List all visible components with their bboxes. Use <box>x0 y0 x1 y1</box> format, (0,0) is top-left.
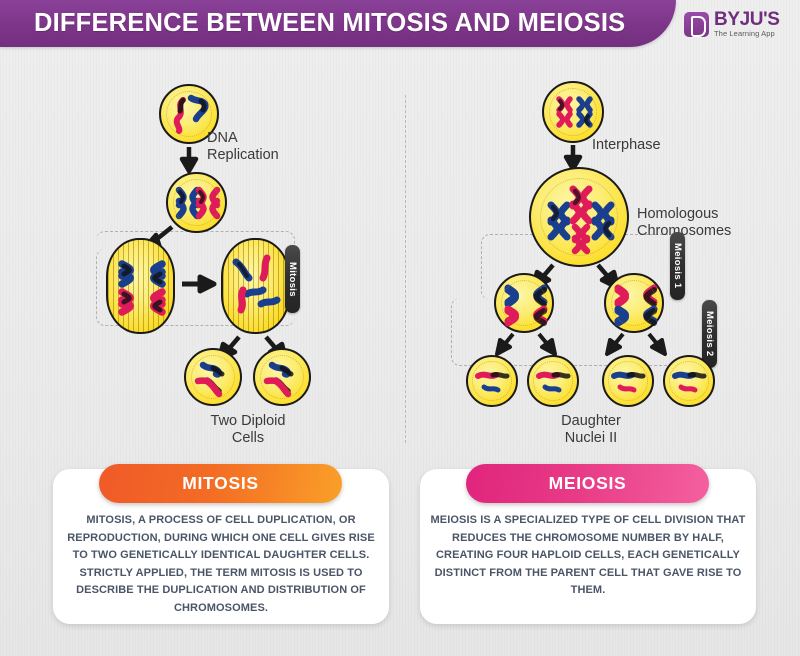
chromosome-pink-daughter <box>194 377 225 398</box>
label-interphase: Interphase <box>592 137 661 153</box>
arrow-meiosis2-4 <box>645 332 667 357</box>
arrow-interphase <box>563 145 583 172</box>
chromosome-pink-duplicated <box>195 186 221 220</box>
mitosis-anaphase-cell <box>221 238 290 334</box>
chromosomes-interphase-pink <box>553 96 577 128</box>
chromosome-pair-haploid <box>611 370 647 396</box>
meiosis-interphase-cell <box>542 81 604 143</box>
mitosis-card-body: MITOSIS, A PROCESS OF CELL DUPLICATION, … <box>67 514 375 614</box>
mitosis-daughter-cell-1 <box>184 348 242 406</box>
arrow-metaphase-to-anaphase <box>182 274 217 294</box>
byjus-logo-icon <box>684 11 709 37</box>
meiosis-homologous-cell <box>529 167 629 267</box>
mitosis-duplicated-cell <box>166 172 227 233</box>
badge-mitosis-stage: Mitosis <box>285 245 300 313</box>
label-homologous-chromosomes: Homologous Chromosomes <box>637 206 732 239</box>
chromosome-blue-daughter <box>268 361 295 379</box>
meiosis1-daughter-cell-1 <box>494 273 554 333</box>
chromosome-pair-haploid <box>475 370 511 396</box>
page-title: DIFFERENCE BETWEEN MITOSIS AND MEIOSIS <box>34 9 626 37</box>
arrow-dna-replication <box>179 147 199 174</box>
label-two-diploid-cells: Two Diploid Cells <box>210 413 286 446</box>
section-divider <box>405 95 406 443</box>
chromosome-blue-metaphase <box>118 260 166 288</box>
byjus-logo: BYJU'S The Learning App <box>684 7 792 41</box>
label-dna-replication: DNA Replication <box>207 130 279 163</box>
chromosome-pink <box>173 97 189 134</box>
mitosis-parent-cell <box>159 84 219 144</box>
chromosome-blue <box>187 94 209 123</box>
chromosome-blue-duplicated <box>175 186 201 220</box>
chromosomes-meiosis1-daughter <box>614 284 658 327</box>
meiosis1-daughter-cell-2 <box>604 273 664 333</box>
meiosis-haploid-cell-3 <box>602 355 654 407</box>
mitosis-metaphase-cell <box>106 238 175 334</box>
meiosis-card-body: MEIOSIS IS A SPECIALIZED TYPE OF CELL DI… <box>430 514 746 597</box>
brand-tagline: The Learning App <box>714 29 775 39</box>
brand-name: BYJU'S <box>714 9 780 31</box>
chromosomes-homologous <box>545 183 617 255</box>
arrow-meiosis2-2 <box>535 332 557 357</box>
meiosis-card-title-pill: MEIOSIS <box>466 464 709 503</box>
header-bar <box>0 0 676 47</box>
chromosome-blue-daughter <box>199 361 226 379</box>
arrow-meiosis2-1 <box>495 332 517 357</box>
chromosomes-meiosis1-daughter <box>504 284 548 327</box>
chromosome-pink-daughter <box>263 377 294 398</box>
chromosomes-anaphase <box>227 250 289 326</box>
chromosome-pink-metaphase <box>118 288 166 316</box>
meiosis-haploid-cell-4 <box>663 355 715 407</box>
chromosomes-interphase-blue <box>573 96 597 128</box>
arrow-meiosis2-3 <box>605 332 627 357</box>
label-daughter-nuclei: Daughter Nuclei II <box>561 413 621 446</box>
byjus-logo-text: BYJU'S The Learning App <box>714 9 780 39</box>
badge-meiosis-2: Meiosis 2 <box>702 300 717 368</box>
meiosis-haploid-cell-2 <box>527 355 579 407</box>
chromosome-pair-haploid <box>536 370 572 396</box>
mitosis-card-title-pill: MITOSIS <box>99 464 342 503</box>
mitosis-phase-box <box>96 249 295 326</box>
chromosome-pair-haploid <box>672 370 708 396</box>
badge-meiosis-1: Meiosis 1 <box>670 232 685 300</box>
mitosis-daughter-cell-2 <box>253 348 311 406</box>
meiosis-haploid-cell-1 <box>466 355 518 407</box>
